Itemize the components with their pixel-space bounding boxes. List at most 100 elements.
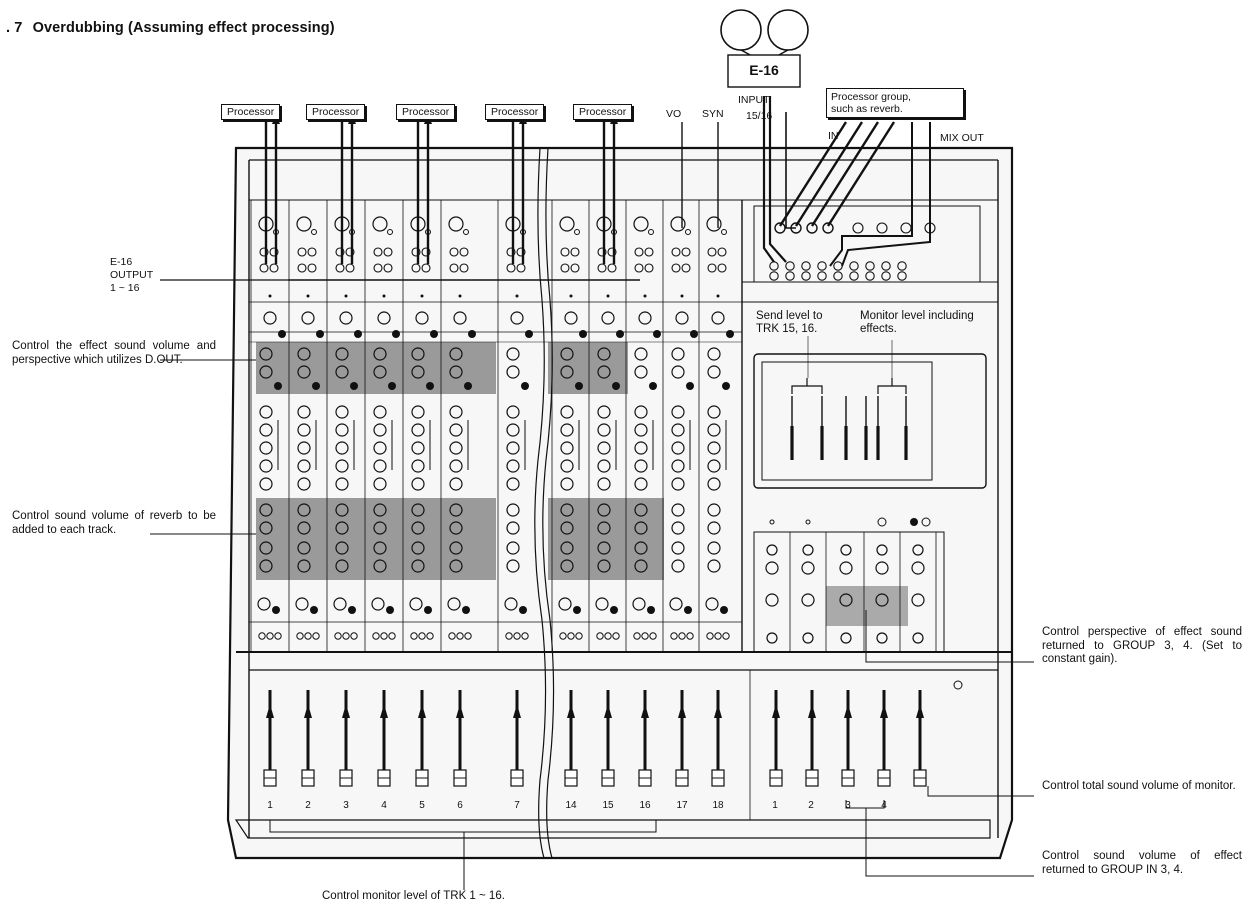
patch-jack-icon bbox=[516, 247, 526, 257]
switch-button-icon bbox=[722, 382, 730, 390]
trim-knob-icon bbox=[510, 311, 524, 325]
patch-jack-icon bbox=[607, 247, 617, 257]
indicator-dot bbox=[515, 294, 519, 298]
patch-jack-icon bbox=[801, 261, 811, 271]
eq-knob-icon bbox=[411, 441, 425, 455]
reverb-send-knob-icon bbox=[373, 503, 387, 517]
eq-knob-icon bbox=[373, 441, 387, 455]
eq-knob-icon bbox=[506, 405, 520, 419]
switch-button-icon bbox=[430, 330, 438, 338]
aux-knob-icon bbox=[560, 365, 574, 379]
channel-label: 14 bbox=[565, 800, 577, 811]
indicator-dot bbox=[769, 519, 775, 525]
eq-knob-icon bbox=[671, 423, 685, 437]
processor-group-line1: Processor group, bbox=[831, 91, 911, 103]
eq-knob-icon bbox=[335, 441, 349, 455]
patch-jack-icon bbox=[849, 261, 859, 271]
aux-knob-icon bbox=[411, 347, 425, 361]
eq-knob-icon bbox=[707, 459, 721, 473]
patch-jack-icon bbox=[707, 263, 717, 273]
channel-label: 16 bbox=[639, 800, 651, 811]
master-knob-icon bbox=[801, 561, 815, 575]
switch-button-icon bbox=[653, 330, 661, 338]
reverb-send-knob-icon bbox=[560, 559, 574, 573]
aux-knob-icon bbox=[634, 365, 648, 379]
pan-knob-icon bbox=[595, 597, 609, 611]
master-knob-icon bbox=[911, 561, 925, 575]
assign-switch-icon bbox=[388, 632, 396, 640]
processor-group-mixout-label: MIX OUT bbox=[940, 132, 984, 144]
patch-jack-icon bbox=[717, 263, 727, 273]
group-label: 3 bbox=[845, 800, 851, 811]
fader-arrow-icon bbox=[678, 704, 686, 718]
switch-button-icon bbox=[272, 606, 280, 614]
reverb-send-knob-icon bbox=[506, 559, 520, 573]
reverb-send-highlight-left bbox=[256, 498, 496, 580]
reverb-send-knob-icon bbox=[297, 559, 311, 573]
patch-jack-icon bbox=[459, 247, 469, 257]
assign-switch-icon bbox=[596, 632, 604, 640]
processor-group-box: Processor group, such as reverb. bbox=[826, 88, 964, 118]
eq-knob-icon bbox=[597, 441, 611, 455]
figure-title: . 7 Overdubbing (Assuming effect process… bbox=[6, 20, 335, 36]
assign-switch-icon bbox=[567, 632, 575, 640]
eq-knob-icon bbox=[449, 423, 463, 437]
switch-button-icon bbox=[316, 330, 324, 338]
switch-button-icon bbox=[720, 606, 728, 614]
figure-number: . 7 bbox=[6, 20, 23, 36]
aux-knob-icon bbox=[335, 347, 349, 361]
eq-knob-icon bbox=[259, 441, 273, 455]
eq-knob-icon bbox=[560, 441, 574, 455]
indicator-dot bbox=[680, 294, 684, 298]
eq-knob-icon bbox=[506, 477, 520, 491]
trim-knob-icon bbox=[453, 311, 467, 325]
patch-jack-icon bbox=[785, 271, 795, 281]
master-knob-icon bbox=[840, 632, 852, 644]
patch-jack-icon bbox=[421, 247, 431, 257]
patch-jack-icon bbox=[897, 271, 907, 281]
pan-knob-icon bbox=[371, 597, 385, 611]
aux-knob-icon bbox=[297, 347, 311, 361]
reverb-send-knob-icon bbox=[259, 559, 273, 573]
eq-knob-icon bbox=[634, 441, 648, 455]
aux-knob-icon bbox=[634, 347, 648, 361]
assign-switch-icon bbox=[342, 632, 350, 640]
assign-switch-icon bbox=[464, 632, 472, 640]
fader-arrow-icon bbox=[342, 704, 350, 718]
master-knob-icon bbox=[875, 561, 889, 575]
aux-knob-icon bbox=[506, 347, 520, 361]
assign-switch-icon bbox=[686, 632, 694, 640]
master-knob-icon bbox=[802, 632, 814, 644]
channel-label: 3 bbox=[343, 800, 349, 811]
fader-arrow-icon bbox=[916, 704, 924, 718]
aux-knob-icon bbox=[671, 347, 685, 361]
reverb-send-knob-icon bbox=[506, 503, 520, 517]
indicator-dot bbox=[420, 294, 424, 298]
switch-button-icon bbox=[348, 606, 356, 614]
master-knob-icon bbox=[912, 632, 924, 644]
assign-switch-icon bbox=[372, 632, 380, 640]
aux-knob-icon bbox=[449, 347, 463, 361]
indicator-dot bbox=[344, 294, 348, 298]
reverb-send-knob-icon bbox=[335, 503, 349, 517]
switch-button-icon bbox=[392, 330, 400, 338]
fader-arrow-icon bbox=[808, 704, 816, 718]
switch-button-icon bbox=[649, 382, 657, 390]
assign-switch-icon bbox=[418, 632, 426, 640]
mixer-static bbox=[150, 9, 1034, 890]
indicator-dot bbox=[921, 517, 931, 527]
patch-jack-icon bbox=[769, 261, 779, 271]
jack-icon bbox=[311, 229, 317, 235]
patch-jack-icon bbox=[506, 247, 516, 257]
eq-knob-icon bbox=[297, 405, 311, 419]
eq-knob-icon bbox=[335, 477, 349, 491]
patch-jack-icon bbox=[681, 247, 691, 257]
eq-knob-icon bbox=[335, 423, 349, 437]
fader-arrow-icon bbox=[641, 704, 649, 718]
pan-knob-icon bbox=[558, 597, 572, 611]
switch-button-icon bbox=[386, 606, 394, 614]
eq-knob-icon bbox=[449, 405, 463, 419]
aux-knob-icon bbox=[560, 347, 574, 361]
eq-knob-icon bbox=[634, 405, 648, 419]
reverb-send-knob-icon bbox=[449, 503, 463, 517]
